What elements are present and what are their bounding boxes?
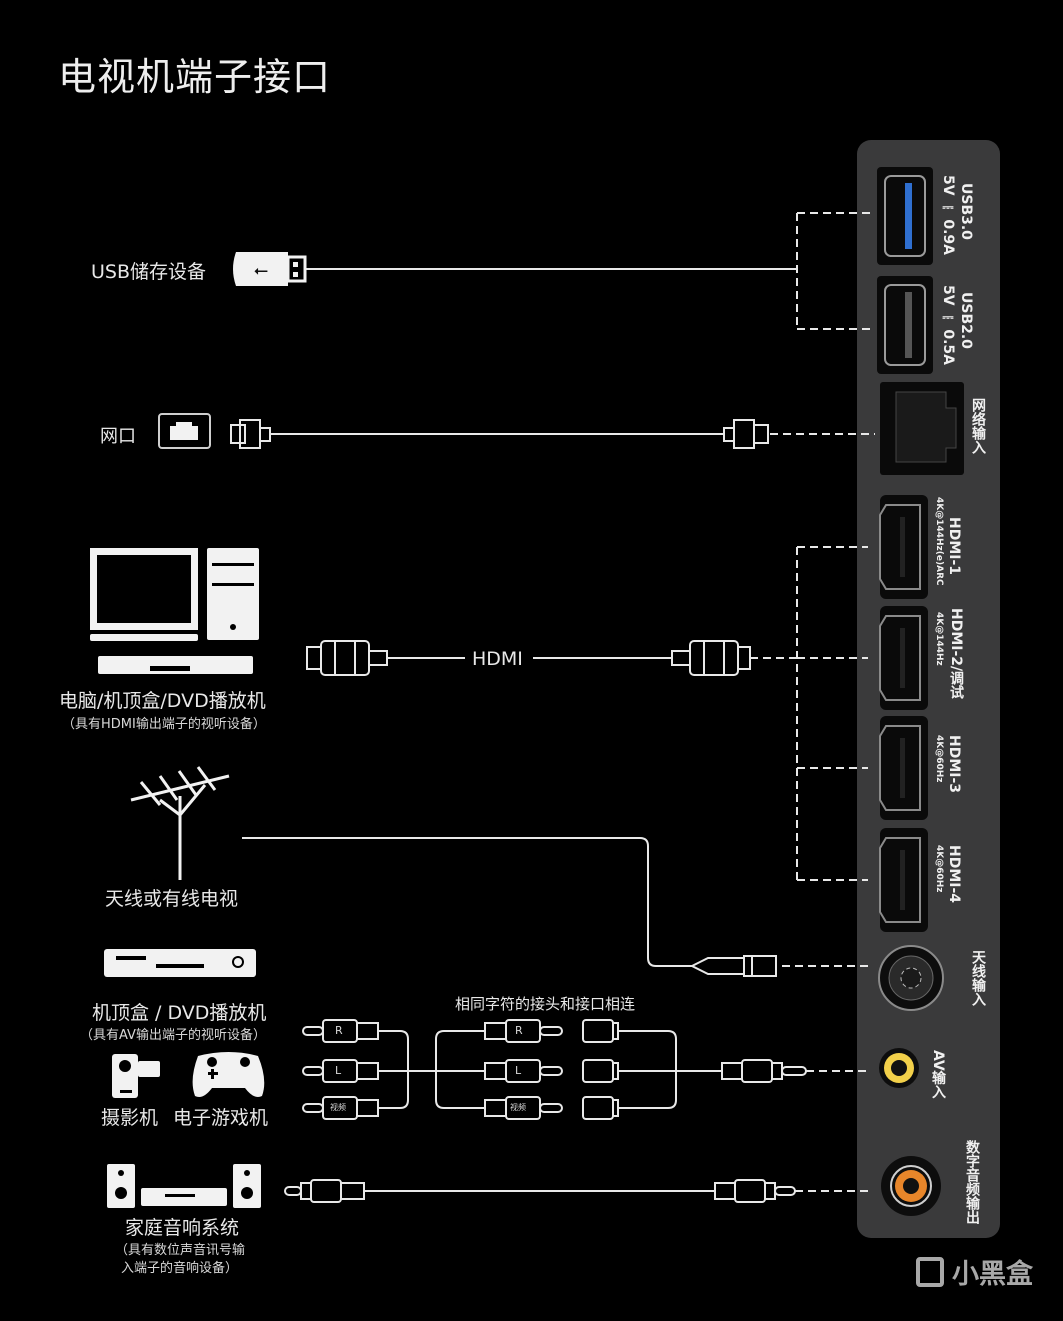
- game-console-label: 电子游戏机: [173, 1107, 269, 1129]
- usb3-port: [877, 167, 933, 265]
- home-audio-label: 家庭音响系统: [125, 1217, 240, 1239]
- antenna-label: 天线或有线电视: [105, 888, 239, 910]
- usb2-port: [877, 276, 933, 374]
- dvd-player-icon: [104, 949, 256, 977]
- watermark-text: 小黑盒: [952, 1259, 1033, 1290]
- home-audio-sublabel-1: （具有数位声音讯号输: [115, 1243, 246, 1258]
- av-input-port: [879, 1048, 919, 1088]
- audio-plug-right-icon: [714, 1179, 796, 1203]
- av-matching-note: 相同字符的接头和接口相连: [455, 995, 636, 1013]
- antenna-port: [878, 945, 944, 1011]
- hdmi-source-label: 电脑/机顶盒/DVD播放机: [59, 690, 266, 712]
- watermark: 小黑盒: [916, 1252, 1033, 1291]
- usb-device-label: USB储存设备: [91, 261, 207, 283]
- heybox-logo-icon: [916, 1256, 944, 1287]
- port-hdmi1-name: HDMI-1: [946, 517, 962, 576]
- lan-label: 网口: [100, 426, 136, 447]
- av-merge-left: [378, 1030, 485, 1109]
- rca-socket: [582, 1059, 619, 1083]
- port-av-name: AV输入: [930, 1050, 946, 1099]
- home-audio-sublabel-2: 入端子的音响设备）: [121, 1261, 239, 1276]
- av-plug-mid-l: L: [515, 1064, 522, 1077]
- lan-plug-right-icon: [723, 419, 769, 449]
- av-plug-left-video: 视频: [330, 1103, 346, 1112]
- av-merge-right: [618, 1030, 722, 1109]
- port-spdif-name: 数字音频输出: [964, 1140, 980, 1224]
- rca-plug-left: [302, 1096, 379, 1120]
- av-source-label: 机顶盒 / DVD播放机: [92, 1002, 267, 1024]
- hdmi-port-4: [879, 828, 928, 932]
- hdmi-port-2: [879, 606, 928, 710]
- port-hdmi4-spec: 4K@60Hz: [934, 845, 944, 893]
- av-plug-mid-video: 视频: [510, 1103, 526, 1112]
- rca-plug-left: [302, 1019, 379, 1043]
- port-hdmi3-spec: 4K@60Hz: [934, 735, 944, 783]
- av-plug-right-icon: [721, 1059, 807, 1083]
- svg-text:⭠: ⭠: [254, 260, 268, 281]
- port-hdmi2-name: HDMI-2/调试: [948, 608, 964, 700]
- port-hdmi1-spec: 4K@144Hz(e)ARC: [934, 497, 944, 586]
- camcorder-icon: [112, 1054, 160, 1098]
- rca-plug-mid: [484, 1059, 563, 1083]
- port-usb2-spec: 5V ⎓ 0.5A: [940, 285, 956, 365]
- computer-icon: [90, 548, 259, 674]
- port-usb3-name: USB3.0: [958, 183, 974, 240]
- lan-port-icon: [158, 413, 211, 449]
- port-lan-name: 网络输入: [970, 398, 986, 454]
- lan-plug-left-icon: [230, 419, 271, 449]
- port-hdmi2-spec: 4K@144Hz: [934, 612, 944, 666]
- antenna-cable: [242, 837, 692, 967]
- antenna-icon: [130, 766, 230, 880]
- rca-socket: [582, 1019, 619, 1043]
- game-controller-icon: [192, 1052, 265, 1097]
- av-plug-mid-r: R: [515, 1024, 523, 1037]
- hdmi-port-1: [879, 495, 928, 599]
- av-plug-left-r: R: [335, 1024, 343, 1037]
- av-plug-left-l: L: [335, 1064, 342, 1077]
- hdmi-port-3: [879, 716, 928, 820]
- hdmi-plug-right-icon: [671, 640, 751, 676]
- rca-socket: [582, 1096, 619, 1120]
- port-hdmi4-name: HDMI-4: [946, 845, 962, 904]
- rca-plug-mid: [484, 1096, 563, 1120]
- rca-plug-left: [302, 1059, 379, 1083]
- coax-plug-icon: [689, 955, 777, 977]
- usb-stick-icon: ⭠: [233, 252, 307, 286]
- av-split-mid: [435, 1030, 485, 1109]
- home-audio-icon: [107, 1164, 261, 1208]
- hdmi-plug-left-icon: [306, 640, 388, 676]
- hdmi-cable-label: HDMI: [472, 648, 523, 670]
- ethernet-port: [880, 382, 964, 475]
- audio-plug-left-icon: [284, 1179, 365, 1203]
- port-usb3-spec: 5V ⎓ 0.9A: [940, 175, 956, 255]
- hdmi-source-sublabel: （具有HDMI输出端子的视听设备）: [62, 717, 266, 732]
- page-title: 电视机端子接口: [58, 55, 332, 99]
- port-antenna-name: 天线输入: [970, 950, 986, 1006]
- camcorder-label: 摄影机: [101, 1107, 159, 1129]
- port-usb2-name: USB2.0: [958, 292, 974, 349]
- av-source-sublabel: （具有AV输出端子的视听设备）: [80, 1028, 266, 1043]
- port-hdmi3-name: HDMI-3: [946, 735, 962, 794]
- rca-plug-mid: [484, 1019, 563, 1043]
- spdif-port: [881, 1156, 941, 1216]
